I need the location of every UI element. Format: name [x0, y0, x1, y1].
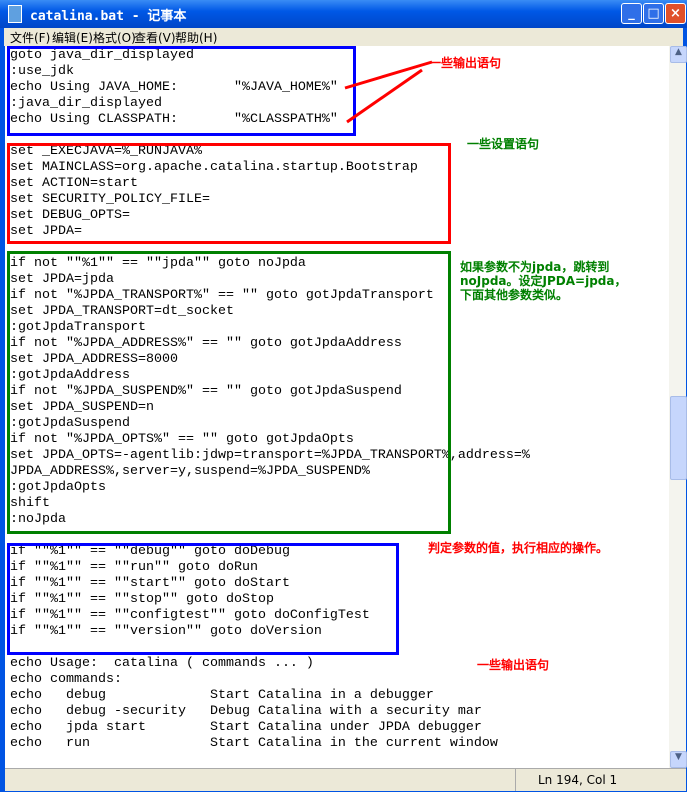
menu-edit[interactable]: 编辑(E) [52, 31, 93, 45]
code-line: :java_dir_displayed [10, 96, 162, 111]
code-line: if ""%1"" == ""debug"" goto doDebug [10, 544, 290, 559]
window-title: catalina.bat - 记事本 [30, 9, 187, 24]
code-line: set JPDA= [10, 224, 82, 239]
code-line: if not "%JPDA_ADDRESS%" == "" goto gotJp… [10, 336, 402, 351]
code-line: :gotJpdaAddress [10, 368, 130, 383]
code-line: set JPDA_SUSPEND=n [10, 400, 154, 415]
annotation-line: 下面其他参数类似。 [460, 288, 569, 302]
arrow-lines [344, 60, 433, 124]
code-line: echo debug -security Debug Catalina with… [10, 704, 482, 719]
menu-format[interactable]: 格式(O) [93, 31, 136, 45]
annotation-line: noJpda。设定JPDA=jpda， [460, 274, 627, 288]
code-line: set MAINCLASS=org.apache.catalina.startu… [10, 160, 418, 175]
code-line: if not "%JPDA_OPTS%" == "" goto gotJpdaO… [10, 432, 354, 447]
scroll-thumb[interactable] [670, 396, 687, 481]
code-line: echo debug Start Catalina in a debugger [10, 688, 434, 703]
menu-help[interactable]: 帮助(H) [175, 31, 218, 45]
annotation-settings: 一些设置语句 [467, 137, 540, 151]
code-line: set ACTION=start [10, 176, 138, 191]
annotation-line: 如果参数不为jpda，跳转到 [460, 260, 610, 274]
code-line: set DEBUG_OPTS= [10, 208, 130, 223]
code-line: set JPDA_ADDRESS=8000 [10, 352, 178, 367]
code-line: :gotJpdaSuspend [10, 416, 130, 431]
code-line: set JPDA_OPTS=-agentlib:jdwp=transport=%… [10, 448, 530, 463]
code-line: shift [10, 496, 50, 511]
code-line: set SECURITY_POLICY_FILE= [10, 192, 210, 207]
code-line: set _EXECJAVA=%_RUNJAVA% [10, 144, 202, 159]
vertical-scrollbar[interactable]: ▲ ▼ [669, 46, 687, 768]
code-line: if not "%JPDA_SUSPEND%" == "" goto gotJp… [10, 384, 402, 399]
maximize-button[interactable]: □ [643, 3, 664, 24]
minimize-button[interactable]: _ [621, 3, 642, 24]
cursor-position: Ln 194, Col 1 [538, 773, 618, 787]
output-box [7, 46, 356, 136]
annotation-output: 一些输出语句 [429, 56, 502, 70]
code-line: if ""%1"" == ""configtest"" goto doConfi… [10, 608, 370, 623]
code-line: :gotJpdaOpts [10, 480, 106, 495]
code-line: if ""%1"" == ""run"" goto doRun [10, 560, 258, 575]
code-line: echo Using JAVA_HOME: "%JAVA_HOME%" [10, 80, 338, 95]
arrow-line [346, 68, 423, 124]
code-line: :gotJpdaTransport [10, 320, 146, 335]
code-line: JPDA_ADDRESS%,server=y,suspend=%JPDA_SUS… [10, 464, 370, 479]
menu-view[interactable]: 查看(V) [134, 31, 176, 45]
annotation-jpda: 如果参数不为jpda，跳转到 noJpda。设定JPDA=jpda， 下面其他参… [460, 260, 626, 302]
code-line: echo jpda start Start Catalina under JPD… [10, 720, 482, 735]
notepad-icon [8, 5, 22, 23]
code-line: echo Using CLASSPATH: "%CLASSPATH%" [10, 112, 338, 127]
code-line: :noJpda [10, 512, 66, 527]
menu-bar: 文件(F) 编辑(E) 格式(O) 查看(V) 帮助(H) [4, 28, 683, 46]
code-line: :use_jdk [10, 64, 74, 79]
close-button[interactable]: × [665, 3, 686, 24]
code-line: set JPDA=jpda [10, 272, 114, 287]
code-line: if ""%1"" == ""version"" goto doVersion [10, 624, 322, 639]
jpda-box [7, 251, 451, 534]
code-line: echo Usage: catalina ( commands ... ) [10, 656, 314, 671]
code-line: if not ""%1"" == ""jpda"" goto noJpda [10, 256, 306, 271]
code-line: goto java_dir_displayed [10, 48, 194, 63]
status-bar: Ln 194, Col 1 [5, 768, 686, 791]
menu-file[interactable]: 文件(F) [10, 31, 51, 45]
judge-box [7, 543, 399, 655]
arrow-line [344, 60, 433, 90]
code-line: if ""%1"" == ""stop"" goto doStop [10, 592, 274, 607]
code-line: set JPDA_TRANSPORT=dt_socket [10, 304, 234, 319]
settings-box [7, 143, 451, 244]
annotation-output-2: 一些输出语句 [477, 658, 550, 672]
code-line: if not "%JPDA_TRANSPORT%" == "" goto got… [10, 288, 434, 303]
code-line: echo run Start Catalina in the current w… [10, 736, 498, 751]
scroll-down-button[interactable]: ▼ [670, 751, 687, 768]
code-line: echo commands: [10, 672, 122, 687]
scroll-up-button[interactable]: ▲ [670, 46, 687, 63]
title-bar[interactable]: catalina.bat - 记事本 _ □ × [0, 0, 687, 28]
annotation-judge: 判定参数的值，执行相应的操作。 [428, 541, 609, 555]
code-line: if ""%1"" == ""start"" goto doStart [10, 576, 290, 591]
